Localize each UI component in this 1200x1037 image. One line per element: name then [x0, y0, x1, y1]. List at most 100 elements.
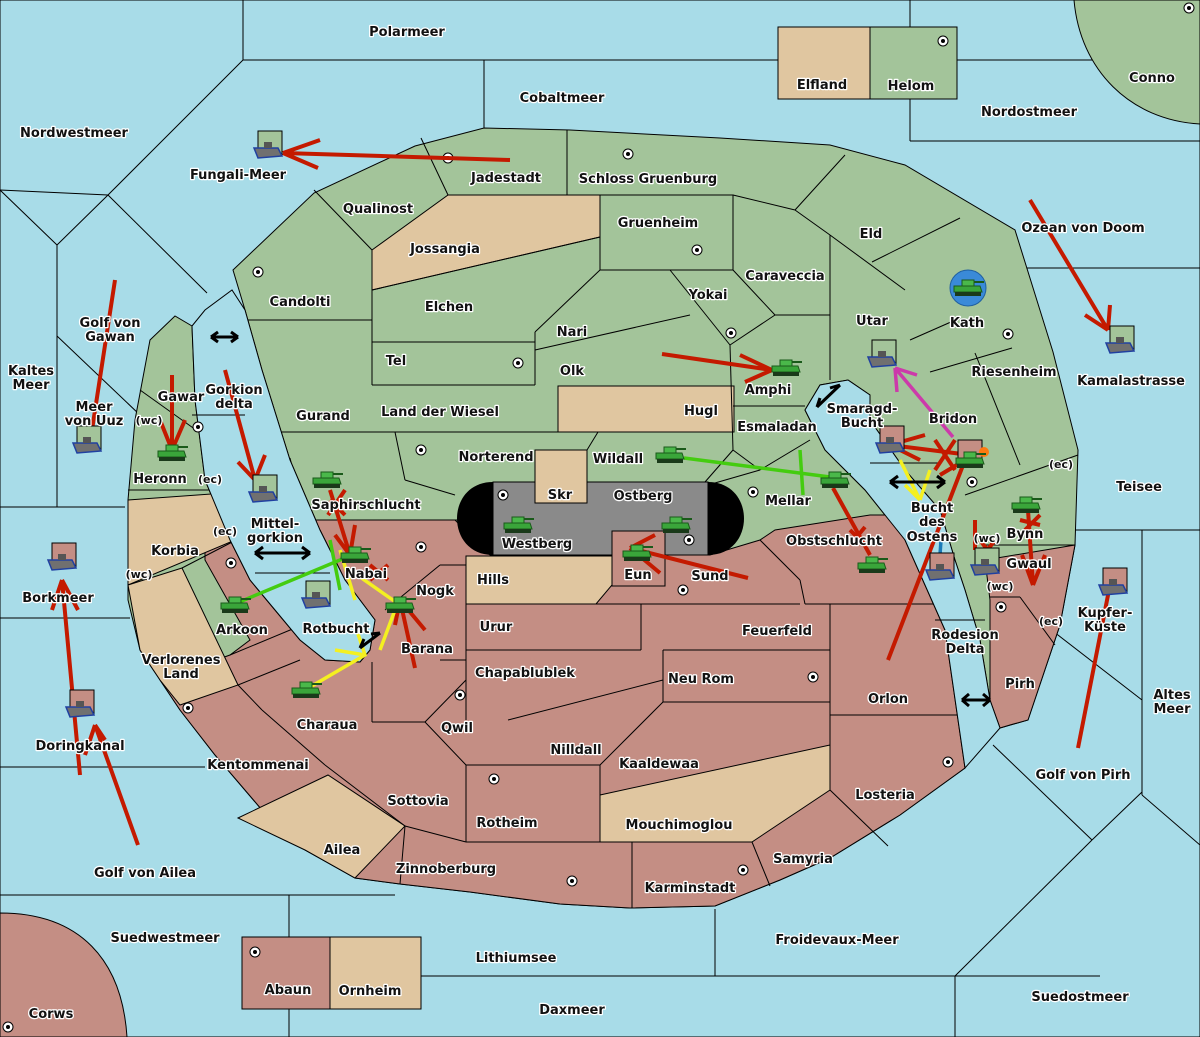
tank-turret: [663, 446, 677, 454]
tank-icon: [312, 477, 342, 485]
tank-tread: [293, 694, 319, 698]
label-pirh: Pirh: [1005, 677, 1035, 692]
label-skr: Skr: [548, 488, 573, 503]
army-unit[interactable]: [771, 359, 802, 376]
army-unit[interactable]: [385, 596, 416, 613]
label-smaragd1: Smaragd-: [827, 402, 898, 417]
fleet-unit[interactable]: [247, 474, 279, 503]
tank-turret: [165, 444, 179, 452]
army-unit[interactable]: [291, 681, 322, 698]
label-obst: Obstschlucht: [786, 534, 882, 549]
tank-icon: [291, 687, 321, 695]
tank-turret: [320, 471, 334, 479]
fleet-unit[interactable]: [46, 542, 78, 571]
label-heronn: Heronn: [133, 472, 187, 487]
coast-label-korbia-wc: (wc): [126, 568, 153, 581]
label-neurom: Neu Rom: [668, 672, 734, 687]
ship-tower: [981, 559, 989, 565]
region-ornheim[interactable]: [329, 936, 422, 1010]
region-conno[interactable]: [1073, 0, 1200, 125]
supply-center-icon: [942, 756, 954, 768]
tank-icon: [857, 562, 887, 570]
region-hugl[interactable]: [557, 385, 735, 433]
ship-tower: [1116, 337, 1124, 343]
label-hugl: Hugl: [684, 404, 718, 419]
label-elfland: Elfland: [797, 78, 847, 93]
tank-icon: [771, 365, 801, 373]
supply-center-icon: [497, 489, 509, 501]
army-unit[interactable]: [820, 471, 851, 488]
army-unit[interactable]: [857, 556, 888, 573]
fleet-unit[interactable]: [252, 130, 284, 159]
label-gruenheim: Gruenheim: [618, 216, 698, 231]
fleet-unit[interactable]: [1097, 567, 1129, 596]
coast-label-bynn-wc: (wc): [974, 532, 1001, 545]
tank-turret: [779, 359, 793, 367]
region-ailea[interactable]: [236, 774, 406, 879]
army-unit[interactable]: [503, 516, 534, 533]
label-nordostmeer: Nordostmeer: [981, 105, 1078, 120]
region-corws[interactable]: [0, 912, 128, 1037]
region-elfland[interactable]: [777, 26, 871, 100]
label-verlorenes2: Land: [163, 667, 199, 682]
label-mellar: Mellar: [765, 494, 811, 509]
label-bucht2: des: [919, 515, 945, 530]
waterway-east[interactable]: [804, 379, 1001, 770]
supply-center-icon: [1183, 2, 1195, 14]
supply-center-icon: [415, 444, 427, 456]
tank-turret: [828, 471, 842, 479]
army-unit[interactable]: [340, 546, 371, 563]
supply-center-icon: [747, 486, 759, 498]
supply-center-icon: [249, 946, 261, 958]
army-unit[interactable]: [1011, 496, 1042, 513]
support-orders: [236, 366, 955, 692]
label-gorkion1: Gorkion: [205, 383, 262, 398]
label-nari: Nari: [557, 325, 588, 340]
waterway-gorkion[interactable]: [191, 289, 376, 663]
coast-label-heronn-ec: (ec): [198, 473, 222, 486]
ship-tower: [878, 351, 886, 357]
army-unit[interactable]: [622, 544, 653, 561]
army-unit[interactable]: [953, 279, 984, 296]
label-arkoon: Arkoon: [216, 623, 268, 638]
coast-label-korbia-ec: (ec): [213, 525, 237, 538]
label-kaltes1: Kaltes: [8, 364, 54, 379]
coast-label-gawar-wc: (wc): [136, 414, 163, 427]
supply-center-icon: [1002, 328, 1014, 340]
label-doringkanal: Doringkanal: [35, 739, 124, 754]
impassable-west: [457, 482, 493, 555]
fleet-unit[interactable]: [866, 339, 898, 368]
fleet-unit[interactable]: [71, 425, 103, 454]
label-bucht3: Ostens: [907, 530, 958, 545]
supply-center-icon: [192, 421, 204, 433]
army-unit[interactable]: [220, 596, 251, 613]
label-rotbucht: Rotbucht: [303, 622, 370, 637]
fleet-unit[interactable]: [969, 547, 1001, 576]
tank-icon: [503, 522, 533, 530]
army-unit[interactable]: [661, 516, 692, 533]
army-unit[interactable]: [955, 439, 989, 468]
fleet-unit[interactable]: [300, 580, 332, 609]
fleet-unit[interactable]: [924, 552, 956, 581]
label-kupfer2: Küste: [1084, 620, 1126, 635]
tank-tread: [773, 372, 799, 376]
army-unit[interactable]: [655, 446, 686, 463]
tank-turret: [393, 596, 407, 604]
label-gorkion2: delta: [215, 397, 253, 412]
label-jadestadt: Jadestadt: [470, 171, 541, 186]
army-unit[interactable]: [157, 444, 188, 461]
fleet-unit[interactable]: [874, 425, 906, 454]
impassable-east: [708, 482, 744, 555]
fleet-unit[interactable]: [1104, 325, 1136, 354]
tank-turret: [1019, 496, 1033, 504]
label-daxmeer: Daxmeer: [539, 1003, 605, 1018]
fleet-unit[interactable]: [64, 689, 96, 718]
army-unit[interactable]: [312, 471, 343, 488]
label-karminstadt: Karminstadt: [645, 881, 736, 896]
supply-center-icon: [622, 148, 634, 160]
label-helom: Helom: [888, 79, 935, 94]
label-uuz2: von Uuz: [65, 414, 124, 429]
